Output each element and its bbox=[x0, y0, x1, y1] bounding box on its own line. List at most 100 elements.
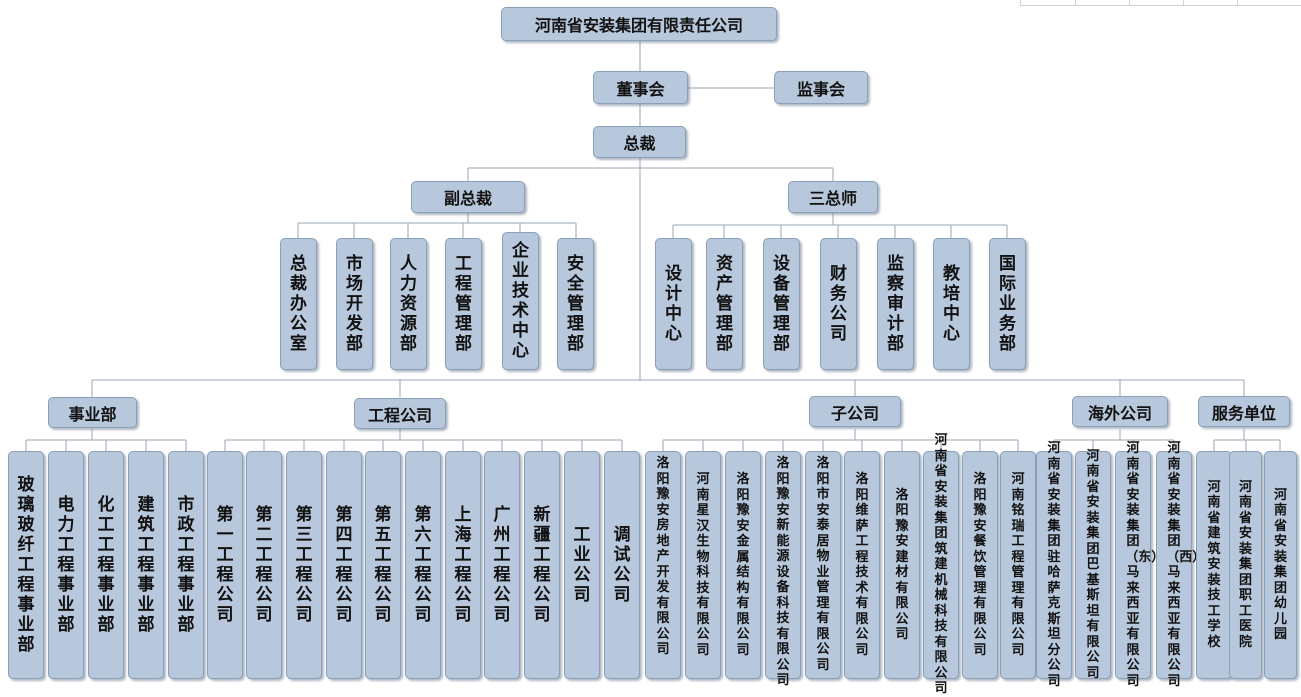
vp-department: 企业技术中心 bbox=[502, 232, 539, 370]
supervisory-board-node: 监事会 bbox=[774, 71, 868, 104]
service-unit-label: 河南省建筑安装技工学校 bbox=[1207, 479, 1221, 650]
board-node: 董事会 bbox=[593, 71, 688, 104]
subsidiary-group-node: 子公司 bbox=[809, 396, 901, 427]
chief-officers-node: 三总师 bbox=[788, 181, 878, 213]
subsidiary: 河南铭瑞工程管理有限公司 bbox=[1000, 451, 1036, 679]
engineering-company-label: 调试公司 bbox=[613, 525, 631, 605]
subsidiary-label: 洛阳豫安餐饮管理有限公司 bbox=[973, 472, 987, 658]
chief-department-label: 财务公司 bbox=[829, 264, 847, 344]
business-division-label: 化工工程事业部 bbox=[97, 495, 115, 635]
engineering-company-label: 上海工程公司 bbox=[454, 505, 472, 625]
engineering-company: 调试公司 bbox=[604, 451, 640, 679]
subsidiary-label: 河南铭瑞工程管理有限公司 bbox=[1011, 472, 1025, 658]
overseas-group-node: 海外公司 bbox=[1072, 396, 1168, 427]
vp-department: 工程管理部 bbox=[445, 238, 482, 370]
subsidiary: 洛阳豫安新能源设备科技有限公司 bbox=[765, 451, 801, 688]
engineering-company-label: 第六工程公司 bbox=[414, 505, 432, 625]
overseas-company: 河南省安装集团驻哈萨克斯坦分公司 bbox=[1036, 441, 1072, 689]
engineering-company-group-node: 工程公司 bbox=[354, 398, 446, 429]
subsidiary: 洛阳维萨工程技术有限公司 bbox=[844, 451, 880, 679]
subsidiary-label: 洛阳市安泰居物业管理有限公司 bbox=[816, 456, 830, 673]
chief-department-label: 国际业务部 bbox=[998, 254, 1016, 354]
service-unit-label: 河南省安装集团职工医院 bbox=[1238, 479, 1252, 650]
vp-department: 人力资源部 bbox=[390, 238, 427, 370]
subsidiary: 洛阳豫安建材有限公司 bbox=[884, 451, 920, 679]
engineering-company-label: 工业公司 bbox=[573, 525, 591, 605]
business-division: 化工工程事业部 bbox=[88, 451, 124, 679]
vp-department-label: 市场开发部 bbox=[345, 254, 363, 354]
chief-department: 设备管理部 bbox=[763, 238, 800, 370]
chief-department: 财务公司 bbox=[820, 238, 857, 370]
subsidiary-label: 洛阳豫安新能源设备科技有限公司 bbox=[776, 456, 790, 688]
background-table-fragment bbox=[1020, 0, 1301, 6]
business-division-label: 电力工程事业部 bbox=[57, 495, 75, 635]
chief-department-label: 设备管理部 bbox=[772, 254, 790, 354]
chief-department-label: 教培中心 bbox=[942, 264, 960, 344]
overseas-company: 河南省安装集团（西）马来西亚有限公司 bbox=[1156, 441, 1205, 689]
overseas-company-label: 河南省安装集团驻哈萨克斯坦分公司 bbox=[1047, 441, 1061, 689]
engineering-company: 第五工程公司 bbox=[365, 451, 401, 679]
engineering-company-label: 第四工程公司 bbox=[335, 505, 353, 625]
engineering-company: 广州工程公司 bbox=[484, 451, 520, 679]
subsidiary: 河南星汉生物科技有限公司 bbox=[685, 451, 721, 679]
engineering-company: 新疆工程公司 bbox=[524, 451, 560, 679]
subsidiary: 洛阳豫安餐饮管理有限公司 bbox=[962, 451, 998, 679]
engineering-company: 第二工程公司 bbox=[246, 451, 282, 679]
service-unit: 河南省安装集团职工医院 bbox=[1229, 451, 1262, 679]
vp-department-label: 总裁办公室 bbox=[289, 254, 307, 354]
subsidiary: 洛阳豫安金属结构有限公司 bbox=[725, 451, 761, 679]
subsidiary: 洛阳豫安房地产开发有限公司 bbox=[645, 451, 681, 679]
engineering-company-label: 第三工程公司 bbox=[295, 505, 313, 625]
engineering-company-label: 第一工程公司 bbox=[216, 505, 234, 625]
business-division-label: 建筑工程事业部 bbox=[137, 495, 155, 635]
chief-department-label: 资产管理部 bbox=[715, 254, 733, 354]
chief-department-label: 设计中心 bbox=[664, 264, 682, 344]
engineering-company-label: 第五工程公司 bbox=[374, 505, 392, 625]
subsidiary-label: 河南星汉生物科技有限公司 bbox=[696, 472, 710, 658]
engineering-company: 第四工程公司 bbox=[326, 451, 362, 679]
overseas-company: 河南省安装集团（东）马来西亚有限公司 bbox=[1115, 441, 1164, 689]
subsidiary-label: 洛阳豫安建材有限公司 bbox=[895, 487, 909, 643]
chief-department: 设计中心 bbox=[655, 238, 692, 370]
overseas-company-label: 河南省安装集团（西）马来西亚有限公司 bbox=[1166, 441, 1206, 689]
engineering-company: 第一工程公司 bbox=[207, 451, 243, 679]
subsidiary: 洛阳市安泰居物业管理有限公司 bbox=[805, 451, 841, 679]
company-node: 河南省安装集团有限责任公司 bbox=[501, 7, 777, 41]
subsidiary-label: 河南省安装集团筑建机械科技有限公司 bbox=[934, 433, 948, 697]
overseas-company: 河南省安装集团巴基斯坦有限公司 bbox=[1075, 448, 1111, 681]
engineering-company: 第六工程公司 bbox=[405, 451, 441, 679]
service-unit: 河南省安装集团幼儿园 bbox=[1264, 451, 1297, 679]
business-division: 市政工程事业部 bbox=[168, 451, 204, 679]
overseas-company-label: 河南省安装集团（东）马来西亚有限公司 bbox=[1125, 441, 1165, 689]
vice-president-node: 副总裁 bbox=[411, 181, 525, 213]
engineering-company: 上海工程公司 bbox=[445, 451, 481, 679]
engineering-company: 工业公司 bbox=[564, 451, 600, 679]
subsidiary: 河南省安装集团筑建机械科技有限公司 bbox=[923, 433, 959, 696]
business-division-label: 玻璃玻纤工程事业部 bbox=[17, 475, 35, 655]
vp-department: 安全管理部 bbox=[557, 238, 594, 370]
chief-department: 国际业务部 bbox=[989, 238, 1026, 370]
vp-department-label: 安全管理部 bbox=[566, 254, 584, 354]
vp-department-label: 企业技术中心 bbox=[511, 241, 529, 361]
business-division: 建筑工程事业部 bbox=[128, 451, 164, 679]
engineering-company-label: 广州工程公司 bbox=[493, 505, 511, 625]
subsidiary-label: 洛阳维萨工程技术有限公司 bbox=[855, 472, 869, 658]
service-unit: 河南省建筑安装技工学校 bbox=[1196, 451, 1232, 679]
subsidiary-label: 洛阳豫安金属结构有限公司 bbox=[736, 472, 750, 658]
overseas-company-label: 河南省安装集团巴基斯坦有限公司 bbox=[1086, 448, 1100, 681]
vp-department-label: 工程管理部 bbox=[454, 254, 472, 354]
engineering-company-label: 第二工程公司 bbox=[255, 505, 273, 625]
vp-department: 市场开发部 bbox=[336, 238, 373, 370]
business-division-label: 市政工程事业部 bbox=[177, 495, 195, 635]
business-division: 电力工程事业部 bbox=[48, 451, 84, 679]
service-unit-group-node: 服务单位 bbox=[1198, 396, 1290, 427]
chief-department: 监察审计部 bbox=[877, 238, 914, 370]
business-division-group-node: 事业部 bbox=[48, 397, 137, 428]
engineering-company-label: 新疆工程公司 bbox=[533, 505, 551, 625]
chief-department-label: 监察审计部 bbox=[886, 254, 904, 354]
chief-department: 教培中心 bbox=[933, 238, 970, 370]
engineering-company: 第三工程公司 bbox=[286, 451, 322, 679]
president-node: 总裁 bbox=[593, 126, 686, 158]
vp-department-label: 人力资源部 bbox=[399, 254, 417, 354]
